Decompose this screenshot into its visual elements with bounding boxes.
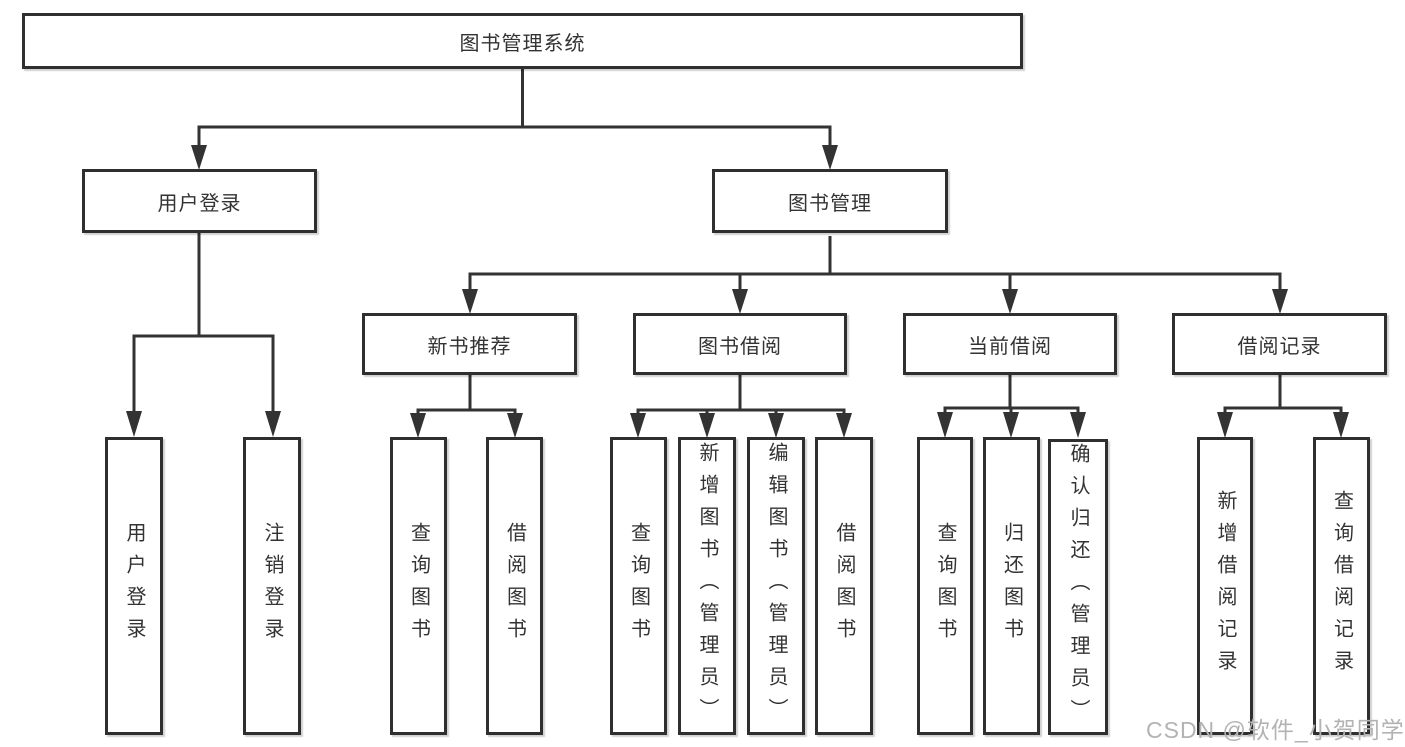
node-new-book-recommend: 新书推荐 bbox=[362, 313, 577, 375]
leaf-confirm-return-admin: 确认归还（管理员） bbox=[1048, 439, 1108, 735]
connector-paths bbox=[132, 69, 1343, 416]
node-book-management: 图书管理 bbox=[712, 169, 948, 233]
node-label: 注销登录 bbox=[261, 522, 283, 650]
node-label: 用户登录 bbox=[157, 192, 242, 215]
leaf-borrow-books: 借阅图书 bbox=[815, 437, 873, 735]
node-book-borrowing: 图书借阅 bbox=[633, 313, 847, 375]
leaf-user-login: 用户登录 bbox=[105, 437, 163, 735]
leaf-query-borrow-record: 查询借阅记录 bbox=[1313, 437, 1370, 735]
leaf-query-books-borrow: 查询图书 bbox=[610, 437, 667, 735]
node-label: 图书管理系统 bbox=[459, 32, 586, 55]
node-label: 新增图书（管理员） bbox=[696, 442, 718, 730]
node-label: 图书借阅 bbox=[698, 335, 782, 358]
node-label: 当前借阅 bbox=[968, 335, 1052, 358]
node-label: 查询借阅记录 bbox=[1330, 490, 1353, 682]
node-label: 编辑图书（管理员） bbox=[765, 442, 787, 730]
node-label: 新增借阅记录 bbox=[1214, 490, 1236, 682]
node-label: 借阅图书 bbox=[503, 522, 526, 650]
node-label: 查询图书 bbox=[934, 522, 956, 650]
node-label: 确认归还（管理员） bbox=[1067, 443, 1089, 731]
node-current-borrowing: 当前借阅 bbox=[903, 313, 1117, 375]
arrowheads bbox=[126, 145, 1349, 438]
watermark-text: CSDN @软件_小贺同学 bbox=[1146, 717, 1405, 743]
node-label: 归还图书 bbox=[1000, 522, 1023, 650]
leaf-add-borrow-record: 新增借阅记录 bbox=[1197, 437, 1253, 735]
node-library-system: 图书管理系统 bbox=[22, 13, 1023, 69]
node-borrow-records: 借阅记录 bbox=[1172, 313, 1387, 375]
node-user-login: 用户登录 bbox=[82, 169, 317, 233]
leaf-query-books-recommend: 查询图书 bbox=[390, 437, 447, 735]
node-label: 查询图书 bbox=[627, 522, 650, 650]
leaf-add-book-admin: 新增图书（管理员） bbox=[678, 437, 736, 735]
node-label: 图书管理 bbox=[788, 192, 872, 215]
leaf-return-book: 归还图书 bbox=[983, 437, 1040, 735]
node-label: 用户登录 bbox=[123, 522, 145, 650]
leaf-borrow-books-recommend: 借阅图书 bbox=[486, 437, 543, 735]
node-label: 新书推荐 bbox=[427, 335, 512, 358]
leaf-query-books-current: 查询图书 bbox=[917, 437, 973, 735]
leaf-logout: 注销登录 bbox=[243, 437, 301, 735]
leaf-edit-book-admin: 编辑图书（管理员） bbox=[747, 437, 805, 735]
node-label: 查询图书 bbox=[407, 522, 430, 650]
node-label: 借阅图书 bbox=[833, 522, 855, 650]
node-label: 借阅记录 bbox=[1237, 335, 1322, 358]
